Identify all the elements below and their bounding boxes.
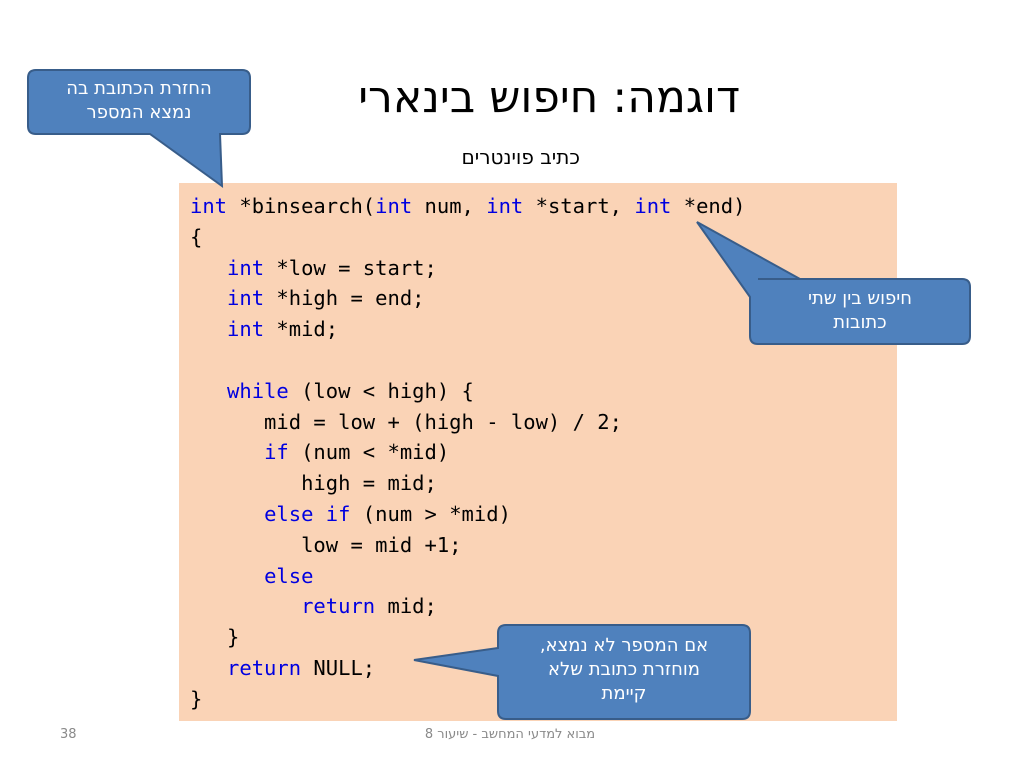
code-keyword: else if bbox=[264, 501, 351, 526]
code-text: *end) bbox=[671, 194, 746, 218]
code-line: else if (num > *mid) bbox=[190, 499, 745, 530]
code-keyword: return bbox=[227, 655, 302, 680]
code-keyword: int bbox=[227, 286, 265, 311]
code-keyword: int bbox=[634, 194, 672, 218]
code-text: mid; bbox=[375, 594, 437, 619]
code-text: (num < *mid) bbox=[288, 440, 450, 465]
slide-title: דוגמה: חיפוש בינארי bbox=[358, 72, 740, 123]
code-text: high = mid; bbox=[190, 471, 437, 496]
code-keyword: int bbox=[190, 194, 228, 218]
code-line: { bbox=[190, 222, 745, 253]
code-text: *low = start; bbox=[264, 255, 437, 280]
code-line: return mid; bbox=[190, 591, 745, 622]
code-line: int *high = end; bbox=[190, 283, 745, 314]
code-line: } bbox=[190, 684, 745, 715]
code-text: } bbox=[190, 625, 240, 650]
code-text: (num > *mid) bbox=[350, 501, 511, 526]
callout-return-address-shape bbox=[27, 69, 251, 189]
code-text: mid = low + (high - low) / 2; bbox=[190, 409, 622, 434]
callout-not-found-line2: מוחזרת כתובת שלא bbox=[547, 659, 701, 680]
code-keyword: return bbox=[301, 594, 376, 619]
code-line: return NULL; bbox=[190, 653, 745, 684]
callout-search-between-shape bbox=[696, 221, 971, 345]
code-line: if (num < *mid) bbox=[190, 437, 745, 468]
code-line: } bbox=[190, 622, 745, 653]
callout-search-between-line1: חיפוש בין שתי bbox=[807, 288, 913, 309]
callout-not-found-shape bbox=[413, 624, 751, 720]
code-line: else bbox=[190, 561, 745, 592]
callout-return-address-line2: נמצא המספר bbox=[86, 102, 192, 123]
code-text: low = mid +1; bbox=[190, 532, 462, 557]
code-keyword: else bbox=[264, 563, 314, 588]
callout-search-between: חיפוש בין שתי כתובות bbox=[752, 287, 968, 335]
code-keyword: int bbox=[375, 194, 413, 218]
footer-course: מבוא למדעי המחשב - שיעור 8 bbox=[424, 727, 596, 742]
code-block: int *binsearch(int num, int *start, int … bbox=[190, 191, 745, 715]
code-line: while (low < high) { bbox=[190, 376, 745, 407]
code-line: mid = low + (high - low) / 2; bbox=[190, 407, 745, 438]
callout-not-found: אם המספר לא נמצא, מוחזרת כתובת שלא קיימת bbox=[500, 634, 748, 706]
slide-number: 38 bbox=[60, 727, 77, 742]
code-keyword: while bbox=[227, 378, 289, 403]
code-text: NULL; bbox=[301, 655, 376, 680]
code-line: int *binsearch(int num, int *start, int … bbox=[190, 191, 745, 222]
slide-subtitle: כתיב פוינטרים bbox=[461, 145, 580, 169]
code-text: num, bbox=[412, 194, 487, 218]
code-line: high = mid; bbox=[190, 468, 745, 499]
code-text: *high = end; bbox=[264, 286, 425, 311]
code-line: low = mid +1; bbox=[190, 530, 745, 561]
code-text: { bbox=[190, 224, 203, 249]
code-text: (low < high) { bbox=[288, 378, 474, 403]
code-keyword: int bbox=[227, 317, 265, 342]
code-keyword: int bbox=[486, 194, 524, 218]
code-text: *start, bbox=[523, 194, 635, 218]
code-keyword: int bbox=[227, 255, 265, 280]
callout-return-address: החזרת הכתובת בה נמצא המספר bbox=[30, 77, 248, 125]
code-line: int *low = start; bbox=[190, 253, 745, 284]
code-text: } bbox=[190, 686, 203, 711]
code-text: *mid; bbox=[264, 317, 339, 342]
code-text: *binsearch( bbox=[227, 194, 376, 218]
code-keyword: if bbox=[264, 440, 289, 465]
callout-not-found-line1: אם המספר לא נמצא, bbox=[539, 635, 709, 656]
callout-not-found-line3: קיימת bbox=[601, 683, 647, 704]
callout-search-between-line2: כתובות bbox=[833, 312, 887, 333]
callout-return-address-line1: החזרת הכתובת בה bbox=[66, 78, 212, 99]
code-line: int *mid; bbox=[190, 314, 745, 345]
